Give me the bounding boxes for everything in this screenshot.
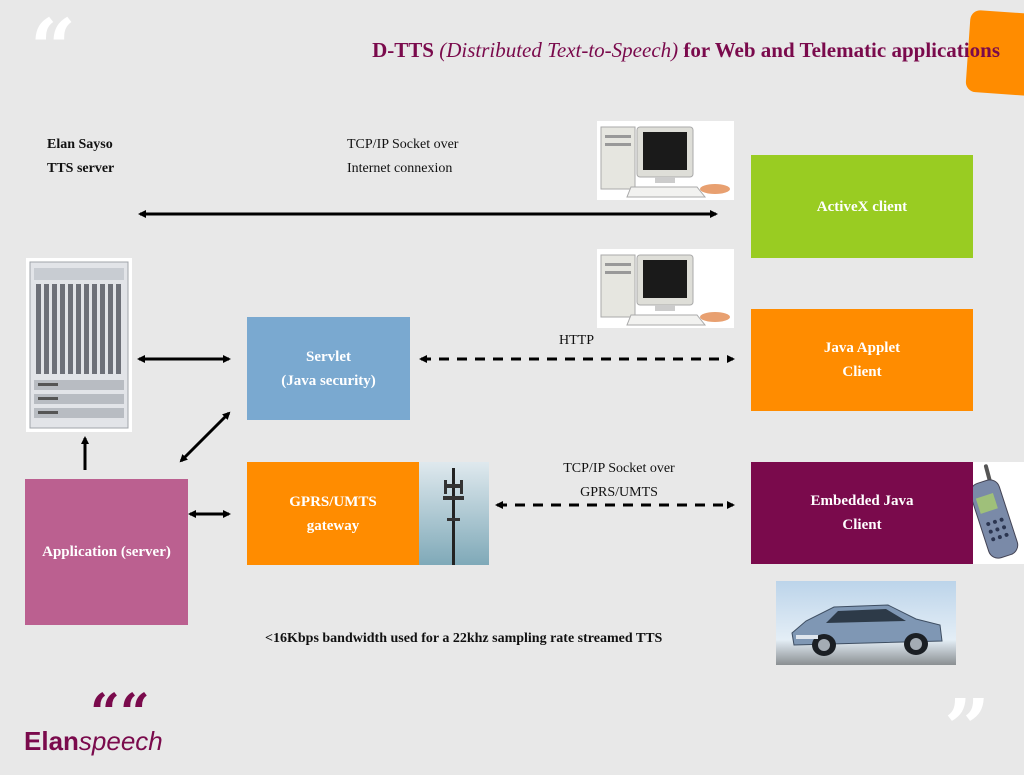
- elan-label-line1: Elan Sayso: [47, 137, 113, 152]
- gprs-gateway-line2: gateway: [306, 517, 360, 534]
- close-quote-decoration: ”: [944, 681, 991, 775]
- title-italic: (Distributed Text-to-Speech): [439, 38, 679, 62]
- application-server-box: Application (server): [25, 479, 188, 625]
- slide-title: D-TTS (Distributed Text-to-Speech) for W…: [300, 38, 1000, 63]
- java-applet-line2: Client: [842, 364, 882, 380]
- server-rack-image: [26, 258, 132, 432]
- desktop-computer-image-2: [597, 249, 734, 328]
- embedded-java-client-box: Embedded Java Client: [751, 462, 973, 564]
- tcp-gprs-line2: GPRS/UMTS: [580, 485, 658, 500]
- tcp-internet-line2: Internet connexion: [347, 161, 453, 176]
- embedded-java-line2: Client: [842, 517, 882, 533]
- antenna-tower-image: [419, 462, 489, 565]
- app-servlet-arrow: [179, 411, 231, 463]
- elan-label-line2: TTS server: [47, 161, 115, 176]
- gprs-gateway-box: GPRS/UMTS gateway: [247, 462, 419, 565]
- logo-quote-mark: ““: [90, 683, 150, 744]
- activex-client-label: ActiveX client: [816, 198, 908, 215]
- servlet-box: Servlet (Java security): [247, 317, 410, 420]
- servlet-line2: (Java security): [281, 372, 376, 389]
- title-prefix: D-TTS: [372, 38, 434, 62]
- java-applet-line1: Java Applet: [823, 340, 901, 356]
- tcp-internet-label: TCP/IP Socket over Internet connexion: [347, 133, 458, 181]
- activex-client-box: ActiveX client: [751, 155, 973, 258]
- logo-italic-part: speech: [78, 726, 163, 756]
- logo-bold-part: Elan: [24, 726, 79, 756]
- embedded-java-line1: Embedded Java: [810, 493, 914, 509]
- servlet-line1: Servlet: [306, 348, 351, 365]
- http-label: HTTP: [559, 333, 594, 348]
- java-applet-client-box: Java Applet Client: [751, 309, 973, 411]
- tcp-gprs-label: TCP/IP Socket over GPRS/UMTS: [540, 457, 698, 505]
- open-quote-decoration: “: [30, 1, 77, 95]
- elan-sayso-label: Elan Sayso TTS server: [47, 133, 114, 181]
- mobile-phone-image: [973, 462, 1024, 564]
- logo-wordmark: Elanspeech: [24, 726, 163, 757]
- car-image: [776, 581, 956, 665]
- application-server-label: Application (server): [42, 544, 171, 560]
- tcp-gprs-line1: TCP/IP Socket over: [563, 461, 675, 476]
- title-suffix: for Web and Telematic applications: [683, 38, 1000, 62]
- desktop-computer-image-1: [597, 121, 734, 200]
- bandwidth-note: <16Kbps bandwidth used for a 22khz sampl…: [265, 631, 663, 646]
- tcp-internet-line1: TCP/IP Socket over: [347, 137, 459, 152]
- elanspeech-logo: ““ Elanspeech: [24, 683, 163, 757]
- gprs-gateway-line1: GPRS/UMTS: [289, 493, 377, 510]
